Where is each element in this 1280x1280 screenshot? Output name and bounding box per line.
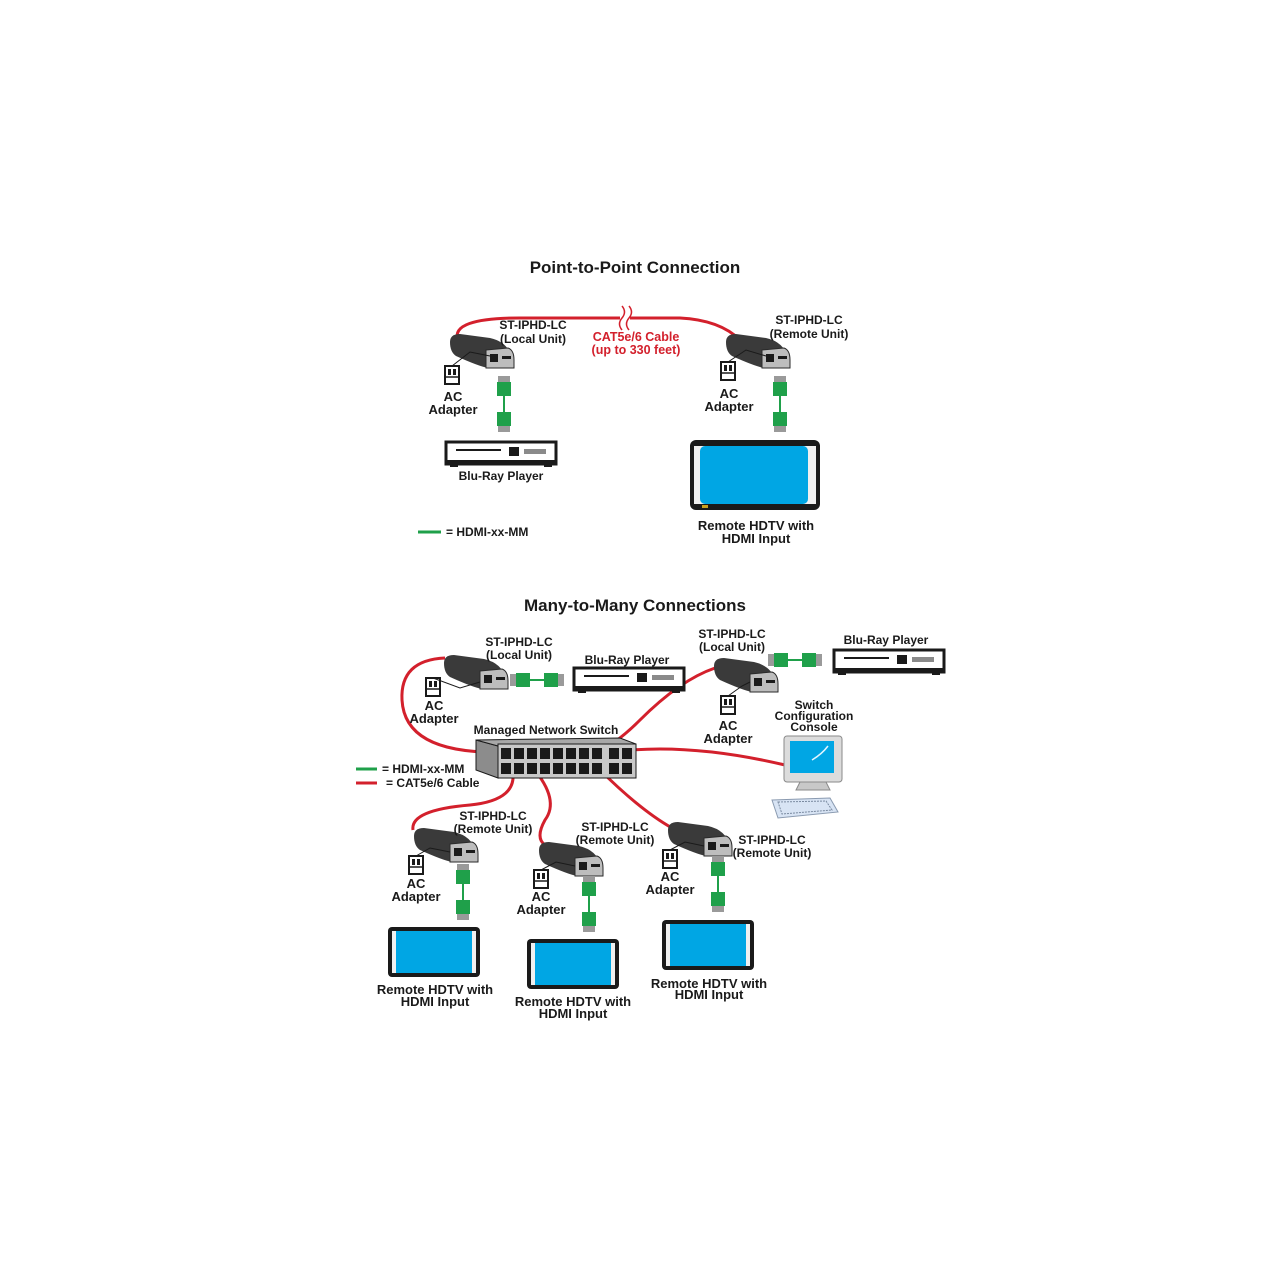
p2p-bluray-label: Blu-Ray Player (459, 469, 544, 483)
switch-port (609, 748, 619, 759)
switch-port (579, 748, 589, 759)
m2m-local1-ac-2: Adapter (409, 711, 458, 726)
p2p-legend-hdmi: = HDMI-xx-MM (446, 525, 528, 539)
m2m-local1-hdmi-cable (509, 672, 565, 688)
switch-port (540, 748, 550, 759)
m2m-local2-ac-adapter-icon (720, 695, 736, 715)
m2m-remote3-hdmi-cable (710, 855, 726, 913)
switch-port (592, 748, 602, 759)
p2p-remote-model: ST-IPHD-LC (775, 313, 843, 327)
m2m-bluray2 (831, 648, 947, 677)
m2m-local1-model: ST-IPHD-LC (485, 635, 553, 649)
m2m-local2-role: (Local Unit) (699, 640, 765, 654)
switch-port (501, 763, 511, 774)
console-label-2: Configuration (775, 709, 854, 723)
m2m-local1-ac-adapter-icon (425, 677, 441, 697)
cable-break-icon (618, 305, 633, 331)
m2m-remote1-role: (Remote Unit) (454, 822, 533, 836)
m2m-remote3-hdtv (662, 920, 754, 970)
switch-port (622, 748, 632, 759)
m2m-bluray1 (571, 666, 687, 695)
m2m-remote2-model: ST-IPHD-LC (581, 820, 649, 834)
m2m-local2-ac-1: AC (719, 718, 738, 733)
switch-port (592, 763, 602, 774)
m2m-remote3-ac-adapter-icon (662, 849, 678, 869)
m2m-remote3-ac-2: Adapter (645, 882, 694, 897)
p2p-remote-ac-adapter-icon (720, 361, 736, 381)
m2m-remote2-hdtv-label-2: HDMI Input (539, 1006, 608, 1021)
m2m-local1-ac-1: AC (425, 698, 444, 713)
p2p-remote-ac-label-2: Adapter (704, 399, 753, 414)
p2p-remote-ac-label-1: AC (720, 386, 739, 401)
m2m-bluray1-label: Blu-Ray Player (585, 653, 670, 667)
m2m-remote1-model: ST-IPHD-LC (459, 809, 527, 823)
switch-port (566, 748, 576, 759)
m2m-remote2-hdtv-label-1: Remote HDTV with (515, 994, 631, 1009)
p2p-local-ac-label-2: Adapter (428, 402, 477, 417)
switch-port (622, 763, 632, 774)
m2m-remote1-ac-1: AC (407, 876, 426, 891)
m2m-bluray2-label: Blu-Ray Player (844, 633, 929, 647)
p2p-local-ac-adapter-icon (444, 365, 460, 385)
m2m-cable-remote2 (531, 767, 552, 847)
m2m-local2-ac-2: Adapter (703, 731, 752, 746)
console-label-3: Console (790, 720, 838, 734)
p2p-hdtv-label-1: Remote HDTV with (698, 518, 814, 533)
m2m-remote1-ac-2: Adapter (391, 889, 440, 904)
m2m-remote3-ac-1: AC (661, 869, 680, 884)
m2m-remote1-hdtv-label-2: HDMI Input (401, 994, 470, 1009)
switch-port (527, 763, 537, 774)
m2m-remote2-role: (Remote Unit) (576, 833, 655, 847)
m2m-remote2-ac-adapter-icon (533, 869, 549, 889)
p2p-remote-hdmi-cable (772, 375, 788, 433)
switch-port (514, 748, 524, 759)
m2m-remote2-ac-1: AC (532, 889, 551, 904)
switch-port (579, 763, 589, 774)
switch-port (553, 763, 563, 774)
p2p-hdtv-label-2: HDMI Input (722, 531, 791, 546)
p2p-local-role: (Local Unit) (500, 332, 566, 346)
m2m-legend-cat5: = CAT5e/6 Cable (386, 776, 480, 790)
m2m-remote3-model: ST-IPHD-LC (738, 833, 806, 847)
m2m-cable-console (631, 747, 786, 767)
p2p-local-ac-label-1: AC (444, 389, 463, 404)
m2m-remote1-ac-adapter-icon (408, 855, 424, 875)
switch-port (514, 763, 524, 774)
m2m-remote2-ac-2: Adapter (516, 902, 565, 917)
m2m-cable-local1 (400, 656, 506, 754)
m2m-remote1-hdmi-cable (455, 863, 471, 921)
m2m-remote3-hdtv-label-2: HDMI Input (675, 987, 744, 1002)
m2m-local2-model: ST-IPHD-LC (698, 627, 766, 641)
switch-label: Managed Network Switch (474, 723, 619, 737)
m2m-cable-remote1 (411, 767, 515, 831)
m2m-remote2-hdmi-cable (581, 875, 597, 933)
p2p-local-model: ST-IPHD-LC (499, 318, 567, 332)
switch-port (501, 748, 511, 759)
managed-network-switch (475, 737, 637, 779)
p2p-bluray-player (443, 440, 559, 469)
m2m-local2-hdmi-cable (767, 652, 823, 668)
m2m-remote3-role: (Remote Unit) (733, 846, 812, 860)
m2m-remote3-hdtv-label-1: Remote HDTV with (651, 976, 767, 991)
m2m-remote1-hdtv-label-1: Remote HDTV with (377, 982, 493, 997)
m2m-legend-hdmi: = HDMI-xx-MM (382, 762, 464, 776)
switch-port (553, 748, 563, 759)
m2m-remote2-hdtv (527, 939, 619, 989)
m2m-local1-role: (Local Unit) (486, 648, 552, 662)
p2p-cable-label-1: CAT5e/6 Cable (593, 330, 680, 344)
m2m-title: Many-to-Many Connections (524, 596, 746, 615)
configuration-console-computer-icon (771, 735, 843, 819)
p2p-hdtv (690, 440, 820, 510)
console-label-1: Switch (795, 698, 834, 712)
p2p-remote-role: (Remote Unit) (770, 327, 849, 341)
m2m-remote1-hdtv (388, 927, 480, 977)
switch-port (566, 763, 576, 774)
p2p-cable-label-2: (up to 330 feet) (592, 343, 681, 357)
p2p-local-hdmi-cable (496, 375, 512, 433)
switch-port (527, 748, 537, 759)
switch-port (609, 763, 619, 774)
switch-port (540, 763, 550, 774)
p2p-title: Point-to-Point Connection (530, 258, 741, 277)
